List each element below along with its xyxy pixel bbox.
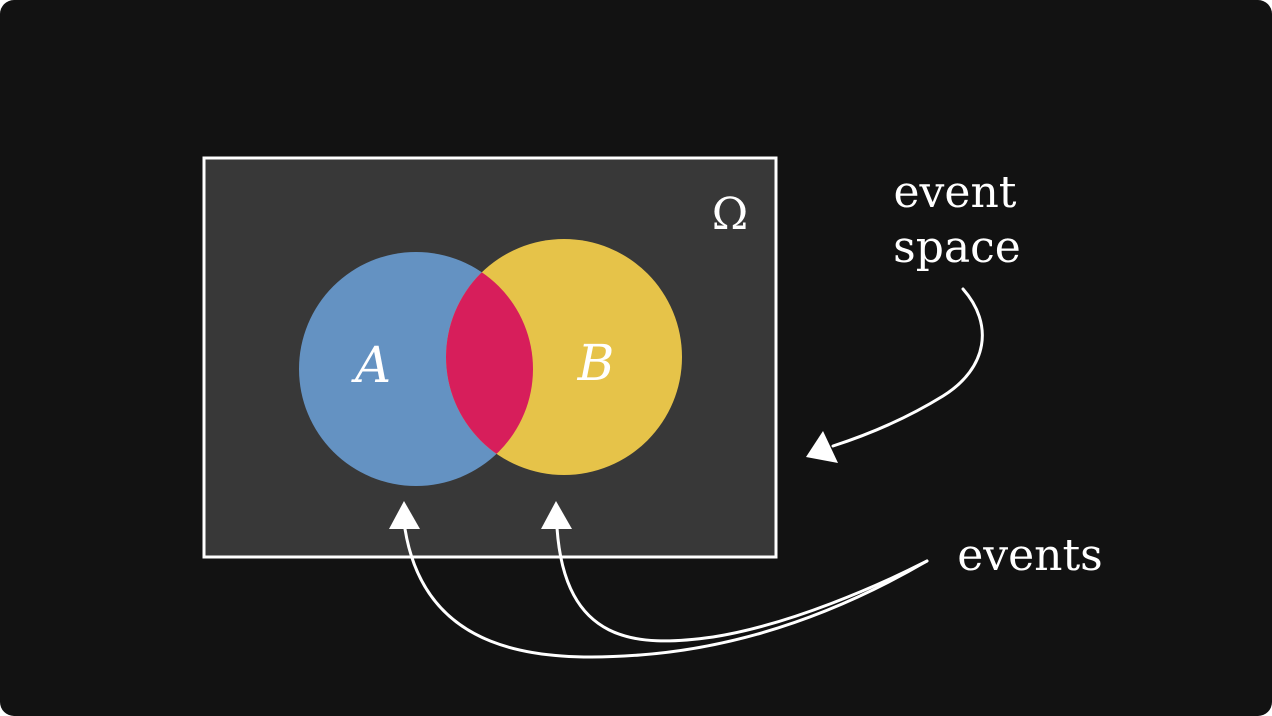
event-b-label: B: [577, 334, 615, 392]
event-a-label: A: [351, 336, 391, 394]
event-b-arrowhead: [541, 501, 572, 529]
intersection-region: [446, 252, 533, 475]
event-a-pointer-line: [403, 527, 929, 659]
event-space-arrow-line: [831, 287, 984, 448]
event-space-label-line2: space: [893, 222, 1021, 273]
events-label: events: [957, 530, 1103, 581]
event-b-pointer-line: [555, 526, 929, 643]
universe-symbol-omega: Ω: [712, 189, 748, 240]
event-a-arrowhead: [389, 501, 420, 529]
event-space-label-line1: event: [894, 167, 1017, 218]
event-space-arrowhead: [806, 431, 838, 463]
